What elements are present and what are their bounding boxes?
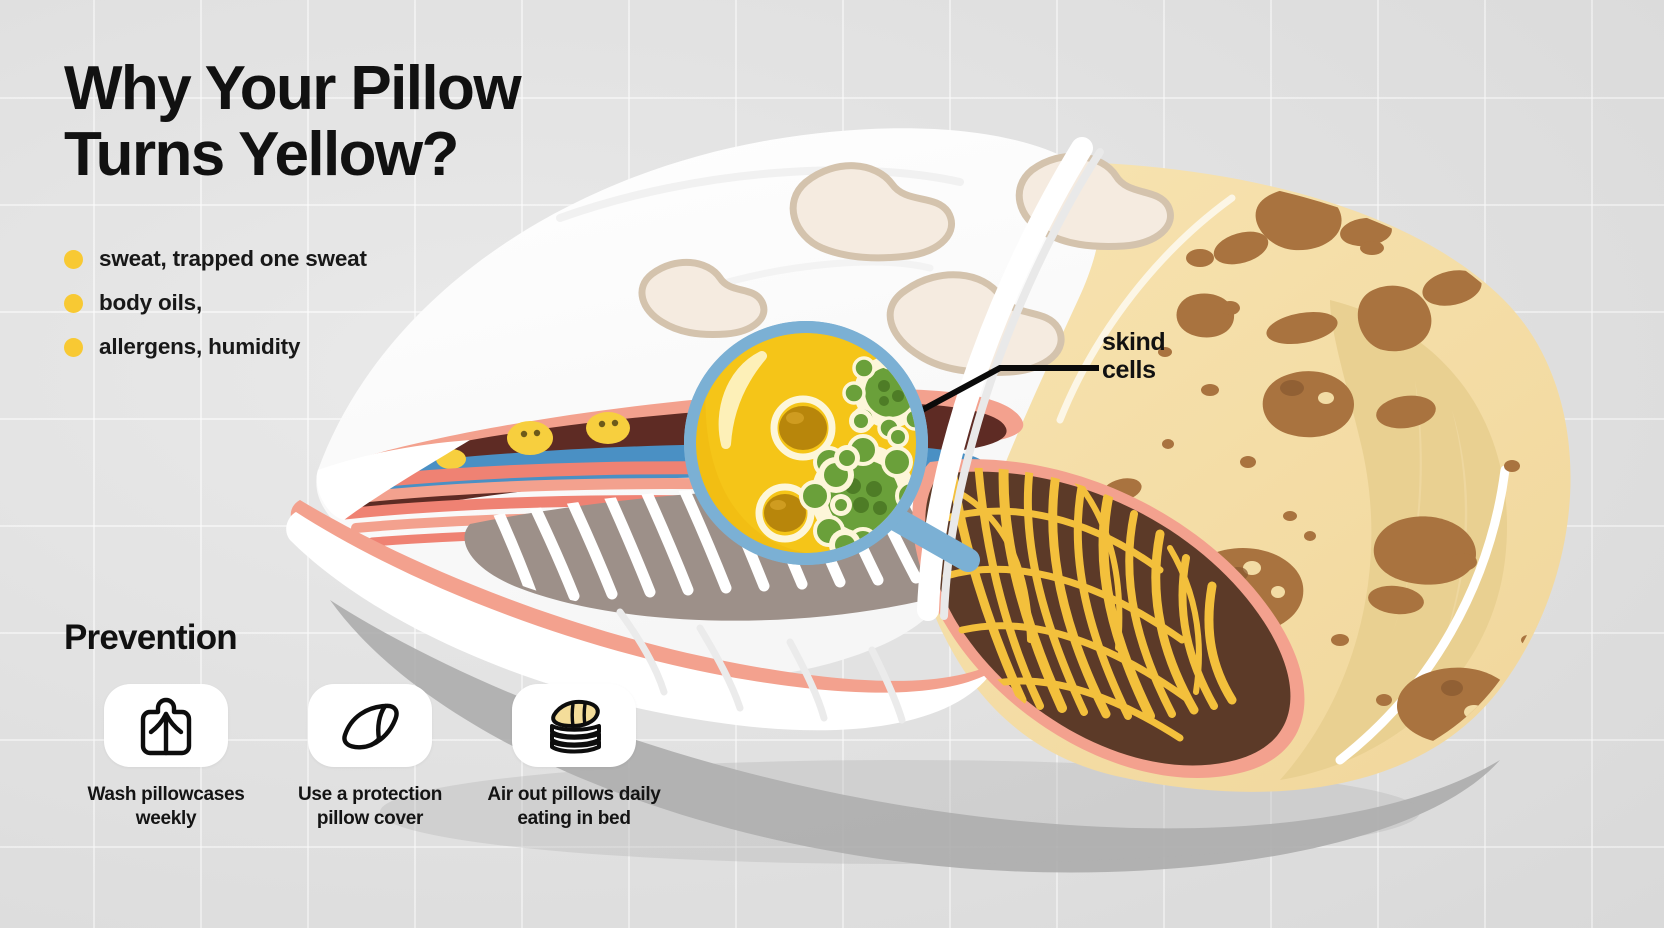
page-title: Why Your Pillow Turns Yellow? bbox=[64, 54, 684, 190]
callout-line-2: cells bbox=[1102, 356, 1156, 384]
tip-caption-line-1: Wash pillowcases bbox=[87, 784, 245, 805]
tip-caption-line-1: Use a protection bbox=[297, 784, 443, 805]
yellow-fiber-core bbox=[912, 459, 1305, 778]
callout-skin-cells-label: skind cells bbox=[1102, 328, 1166, 384]
list-item: allergens, humidity bbox=[64, 334, 624, 360]
stacked-pillows-icon bbox=[550, 699, 601, 753]
prevention-tips: Wash pillowcases weekly Use a protection… bbox=[64, 684, 684, 831]
tip-caption: Air out pillows daily eating in bed bbox=[476, 783, 672, 831]
beige-blob-stains bbox=[638, 152, 1174, 376]
tip-caption: Wash pillowcases weekly bbox=[68, 783, 264, 831]
tip-caption-line-2: eating in bed bbox=[517, 807, 631, 829]
prevention-tip-airout[interactable]: Air out pillows daily eating in bed bbox=[472, 684, 676, 831]
bullet-dot-icon bbox=[64, 249, 83, 269]
prevention-heading: Prevention bbox=[64, 618, 238, 657]
callout-leader-line bbox=[891, 365, 1099, 429]
lens-oil-droplets bbox=[755, 395, 836, 543]
pillowcase-bag-icon bbox=[140, 697, 192, 755]
tip-icon-chip bbox=[104, 684, 228, 767]
causes-list: sweat, trapped one sweat body oils, alle… bbox=[64, 246, 624, 378]
prevention-tip-cover[interactable]: Use a protection pillow cover bbox=[268, 684, 472, 831]
tip-caption-line-1: Air out pillows daily bbox=[487, 784, 661, 805]
title-line-1: Why Your Pillow bbox=[64, 54, 522, 123]
tip-caption-line-2: pillow cover bbox=[316, 807, 424, 829]
stain-spots bbox=[1102, 188, 1560, 746]
bullet-dot-icon bbox=[64, 293, 83, 313]
pillow-cover-icon bbox=[342, 703, 399, 749]
tip-caption: Use a protection pillow cover bbox=[272, 783, 468, 831]
prevention-tip-wash[interactable]: Wash pillowcases weekly bbox=[64, 684, 268, 831]
tip-icon-chip bbox=[308, 684, 432, 767]
cause-label: body oils, bbox=[99, 290, 203, 315]
cause-label: sweat, trapped one sweat bbox=[99, 246, 367, 271]
list-item: body oils, bbox=[64, 290, 624, 316]
callout-line-1: skind bbox=[1102, 328, 1166, 356]
tip-caption-line-2: weekly bbox=[135, 807, 197, 829]
oil-droplets bbox=[436, 412, 630, 469]
tip-icon-chip bbox=[512, 684, 636, 767]
bullet-dot-icon bbox=[64, 337, 83, 357]
cause-label: allergens, humidity bbox=[99, 334, 301, 359]
list-item: sweat, trapped one sweat bbox=[64, 246, 624, 272]
title-line-2: Turns Yellow? bbox=[64, 120, 459, 190]
